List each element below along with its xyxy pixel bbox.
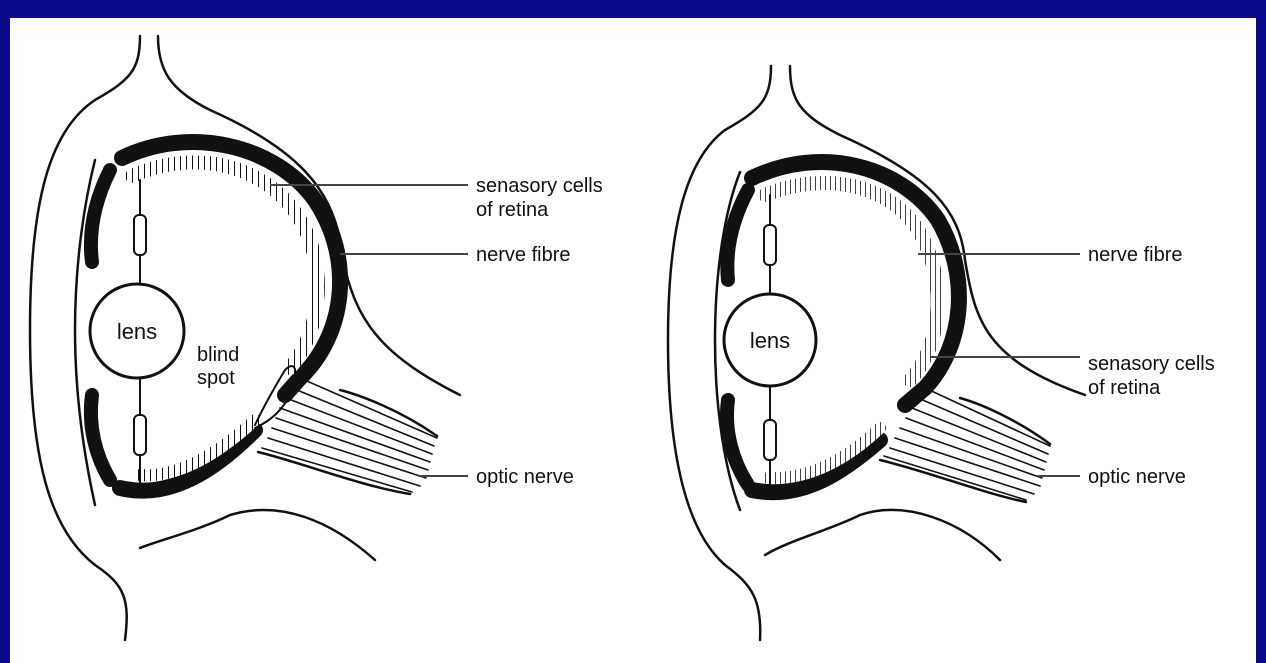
left-eye-diagram (30, 36, 460, 640)
left-inner-lower-line (140, 510, 375, 560)
right-zonule-bottom (764, 420, 776, 460)
right-eye-diagram (668, 66, 1085, 640)
right-label-nerve-fibre: nerve fibre (1088, 244, 1183, 266)
right-label-sensory-line1: senasory cells (1088, 353, 1215, 375)
left-label-optic-nerve: optic nerve (476, 466, 574, 488)
right-inner-lower-line (765, 510, 1000, 560)
right-ciliary-lower (727, 400, 748, 485)
left-label-sensory-line2: of retina (476, 199, 549, 221)
left-label-blind-spot-line2: spot (197, 367, 235, 389)
right-lens-label: lens (750, 328, 790, 353)
left-ciliary-lower (91, 395, 110, 480)
left-labels: senasory cells of retina nerve fibre opt… (117, 175, 603, 488)
left-blind-spot-shape (255, 366, 295, 428)
left-label-sensory-line1: senasory cells (476, 175, 603, 197)
left-label-blind-spot-line1: blind (197, 344, 239, 366)
left-zonule-top (134, 215, 146, 255)
left-zonule-bottom (134, 415, 146, 455)
left-label-nerve-fibre: nerve fibre (476, 244, 571, 266)
right-label-sensory-line2: of retina (1088, 377, 1161, 399)
left-ciliary-upper (91, 170, 110, 262)
right-label-optic-nerve: optic nerve (1088, 466, 1186, 488)
right-labels: nerve fibre senasory cells of retina opt… (750, 244, 1215, 488)
right-zonule-top (764, 225, 776, 265)
left-lens-label: lens (117, 319, 157, 344)
